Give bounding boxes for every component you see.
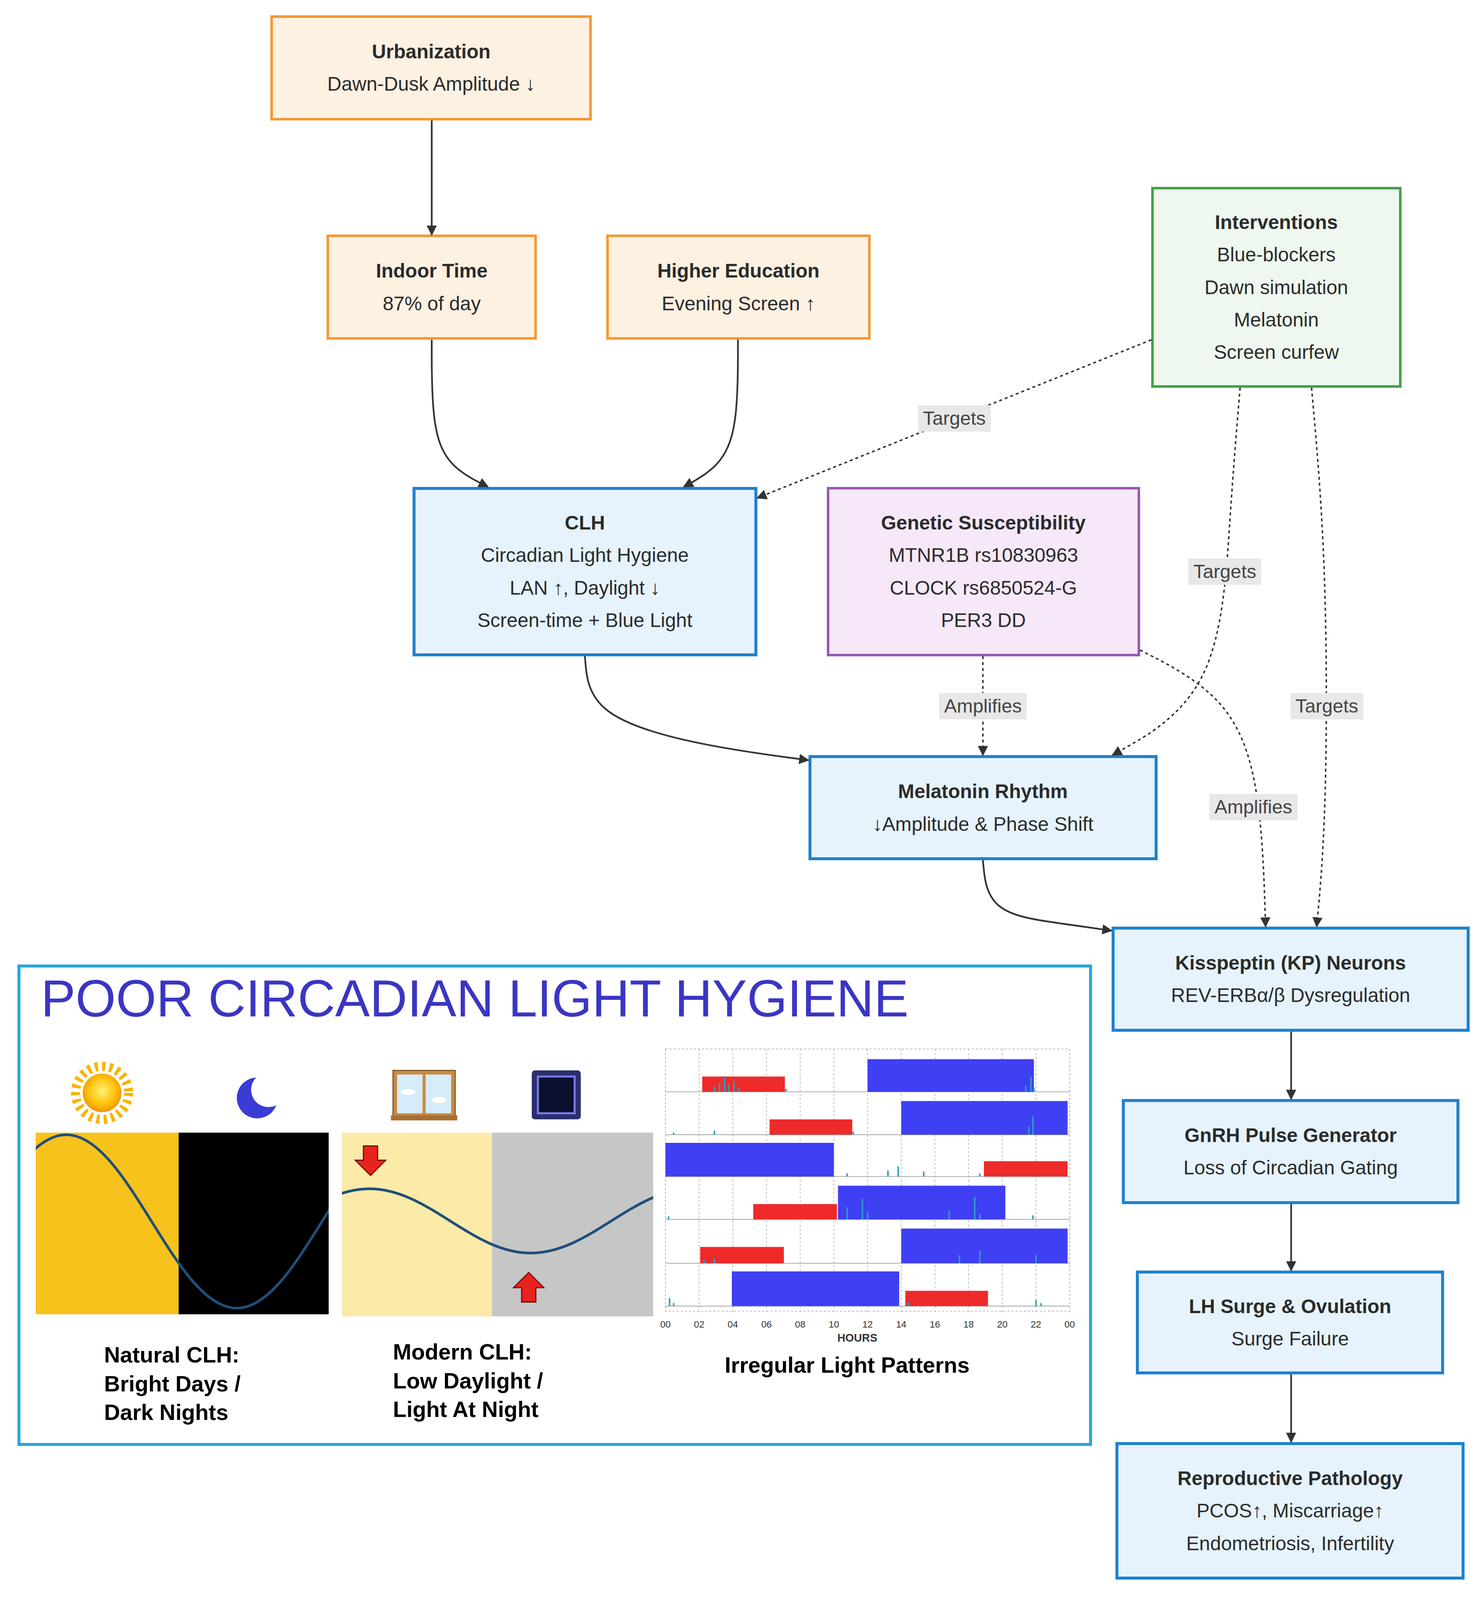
node-text: REV-ERBα/β Dysregulation: [1171, 979, 1411, 1012]
dotted-connector: [1140, 650, 1266, 927]
node-heading: Indoor Time: [375, 254, 488, 287]
arrow-connector: [431, 339, 488, 487]
node-text: Evening Screen ↑: [661, 287, 816, 320]
edge-label: Targets: [1290, 693, 1364, 720]
edge-label: Amplifies: [938, 693, 1027, 720]
panel-title: POOR CIRCADIAN LIGHT HYGIENE: [40, 972, 909, 1025]
node-heading: Kisspeptin (KP) Neurons: [1175, 946, 1407, 980]
node-heading: Reproductive Pathology: [1177, 1462, 1403, 1495]
edge-label: Targets: [917, 405, 992, 432]
illustration-panel: POOR CIRCADIAN LIGHT HYGIENE Natural CLH:…: [17, 964, 1093, 1447]
node-text: Screen-time + Blue Light: [477, 604, 693, 637]
node-heading: CLH: [564, 506, 605, 539]
axis-tick: 22: [1030, 1320, 1041, 1330]
node-text: PER3 DD: [940, 604, 1026, 637]
arrow-connector: [683, 339, 738, 487]
node-text: 87% of day: [382, 287, 481, 320]
node-text: PCOS↑, Miscarriage↑: [1196, 1494, 1384, 1528]
arrow-connector: [1290, 1204, 1293, 1271]
node-text: MTNR1B rs10830963: [888, 538, 1078, 572]
axis-tick: 02: [693, 1320, 705, 1330]
axis-tick: 18: [963, 1320, 974, 1330]
axis-title: HOURS: [837, 1332, 878, 1344]
mechanism-box: CLHCircadian Light HygieneLAN ↑, Dayligh…: [412, 487, 758, 657]
node-text: ↓Amplitude & Phase Shift: [872, 808, 1094, 841]
node-text: Endometriosis, Infertility: [1186, 1527, 1394, 1560]
axis-tick: 08: [794, 1320, 806, 1330]
arrow-connector: [983, 860, 1112, 931]
arrow-connector: [430, 120, 433, 236]
axis-tick: 06: [761, 1320, 772, 1330]
edge-label: Amplifies: [1209, 794, 1298, 821]
node-text: Dawn-Dusk Amplitude ↓: [327, 67, 536, 101]
panel-caption: Natural CLH: Bright Days / Dark Nights: [104, 1341, 273, 1428]
outcome-box: Reproductive PathologyPCOS↑, Miscarriage…: [1115, 1442, 1465, 1581]
mechanism-box: Kisspeptin (KP) NeuronsREV-ERBα/β Dysreg…: [1111, 926, 1470, 1032]
node-text: Surge Failure: [1231, 1322, 1349, 1356]
node-heading: Melatonin Rhythm: [897, 775, 1068, 808]
cause-box: Indoor Time87% of day: [326, 234, 537, 340]
node-heading: LH Surge & Ovulation: [1189, 1290, 1392, 1323]
node-text: Melatonin: [1233, 303, 1319, 336]
arrow-connector: [584, 656, 809, 761]
node-heading: Genetic Susceptibility: [881, 506, 1087, 539]
node-text: Loss of Circadian Gating: [1183, 1151, 1399, 1184]
node-heading: Interventions: [1214, 206, 1338, 239]
axis-tick: 00: [1064, 1320, 1075, 1330]
node-text: Screen curfew: [1213, 335, 1339, 369]
node-heading: Higher Education: [657, 254, 820, 287]
mechanism-box: LH Surge & OvulationSurge Failure: [1135, 1270, 1445, 1376]
node-text: CLOCK rs6850524-G: [889, 571, 1078, 605]
panel-caption: Irregular Light Patterns: [724, 1351, 970, 1381]
mechanism-box: GnRH Pulse GeneratorLoss of Circadian Ga…: [1121, 1099, 1460, 1205]
cause-box: UrbanizationDawn-Dusk Amplitude ↓: [270, 15, 592, 121]
axis-tick: 00: [660, 1320, 671, 1330]
node-heading: GnRH Pulse Generator: [1184, 1119, 1397, 1152]
axis-tick: 12: [862, 1320, 873, 1330]
node-text: Dawn simulation: [1204, 271, 1348, 304]
genetics-box: Genetic SusceptibilityMTNR1B rs10830963C…: [826, 487, 1141, 657]
axis-tick: 10: [828, 1320, 839, 1330]
arrow-connector: [1290, 1031, 1293, 1100]
axis-tick: 04: [727, 1320, 738, 1330]
dotted-connector: [1311, 387, 1327, 927]
node-heading: Urbanization: [372, 35, 491, 68]
axis-tick: 16: [929, 1320, 941, 1330]
node-text: LAN ↑, Daylight ↓: [509, 571, 660, 605]
node-text: Blue-blockers: [1217, 238, 1336, 271]
axis-tick: 20: [997, 1320, 1008, 1330]
cause-box: Higher EducationEvening Screen ↑: [606, 234, 871, 340]
panel-caption: Modern CLH: Low Daylight / Light At Nigh…: [392, 1338, 562, 1425]
axis-tick: 14: [896, 1320, 907, 1330]
arrow-connector: [1290, 1374, 1293, 1442]
dotted-connector: [757, 339, 1152, 499]
edge-label: Targets: [1188, 558, 1262, 585]
mechanism-box: Melatonin Rhythm↓Amplitude & Phase Shift: [808, 755, 1158, 861]
node-text: Circadian Light Hygiene: [480, 538, 689, 572]
intervention-box: InterventionsBlue-blockersDawn simulatio…: [1151, 186, 1402, 388]
